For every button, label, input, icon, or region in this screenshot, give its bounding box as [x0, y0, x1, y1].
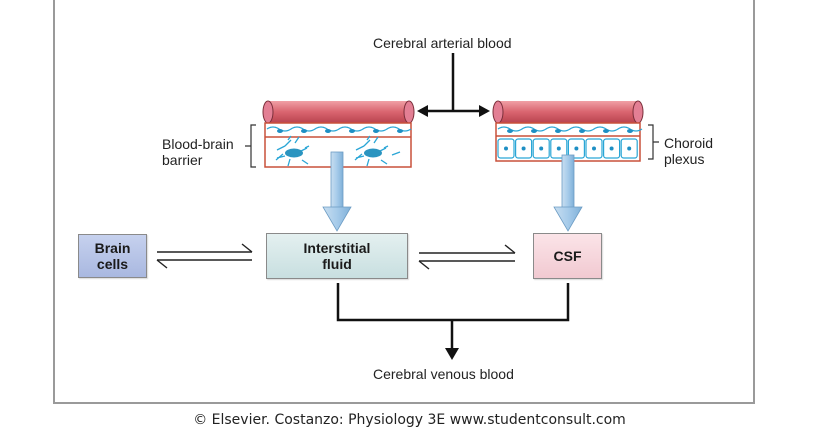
blood-vessel — [497, 101, 640, 123]
epithelial-nucleus — [574, 146, 579, 151]
astrocyte-body-right — [364, 148, 382, 158]
arrowhead-left-icon — [417, 105, 428, 117]
equilibrium-brain-interstitial — [156, 243, 253, 269]
epithelial-nucleus — [539, 146, 544, 151]
node-brain-cells: Brain cells — [78, 234, 147, 278]
epithelial-nucleus — [609, 146, 614, 151]
copyright-credit: © Elsevier. Costanzo: Physiology 3E www.… — [193, 412, 626, 428]
label-blood-brain-barrier: Blood-brain barrier — [162, 136, 234, 168]
choroid-line1: Choroid — [664, 135, 714, 151]
label-cerebral-venous-blood: Cerebral venous blood — [373, 366, 514, 382]
label-cerebral-arterial-blood: Cerebral arterial blood — [373, 35, 512, 51]
arrowhead-right-icon — [479, 105, 490, 117]
epithelial-nucleus — [556, 146, 561, 151]
bbb-line2: barrier — [162, 152, 203, 168]
epithelial-nucleus — [627, 146, 632, 151]
astrocyte-right — [354, 135, 401, 167]
choroid-plexus-illustration — [492, 100, 644, 162]
venous-connector — [336, 283, 570, 360]
interstitial-line2: fluid — [322, 256, 352, 272]
arrow-bbb-to-interstitial — [322, 151, 352, 232]
brain-cells-line1: Brain — [94, 240, 131, 256]
astrocyte-body-left — [285, 148, 303, 158]
bracket-bbb — [245, 124, 256, 168]
node-interstitial-fluid: Interstitial fluid — [266, 233, 408, 279]
epithelial-cells — [497, 138, 638, 159]
epithelial-nucleus — [521, 146, 526, 151]
arrowhead-down-icon — [445, 348, 459, 360]
interstitial-line1: Interstitial — [303, 240, 371, 256]
epithelial-nucleus — [504, 146, 508, 151]
node-csf: CSF — [533, 233, 602, 279]
blood-brain-barrier-illustration — [262, 100, 415, 168]
epithelial-nucleus — [592, 146, 596, 151]
choroid-line2: plexus — [664, 151, 705, 167]
bracket-choroid — [648, 124, 659, 160]
astrocyte-left — [275, 135, 310, 167]
label-choroid-plexus: Choroid plexus — [664, 135, 713, 167]
figure-frame — [53, 0, 755, 404]
endothelial-nuclei — [277, 129, 403, 133]
arterial-connector — [417, 53, 490, 117]
brain-cells-line2: cells — [96, 256, 129, 272]
arrow-choroid-to-csf — [553, 154, 583, 232]
bbb-line1: Blood-brain — [162, 136, 234, 152]
blood-vessel — [266, 101, 411, 123]
equilibrium-interstitial-csf — [418, 244, 516, 270]
